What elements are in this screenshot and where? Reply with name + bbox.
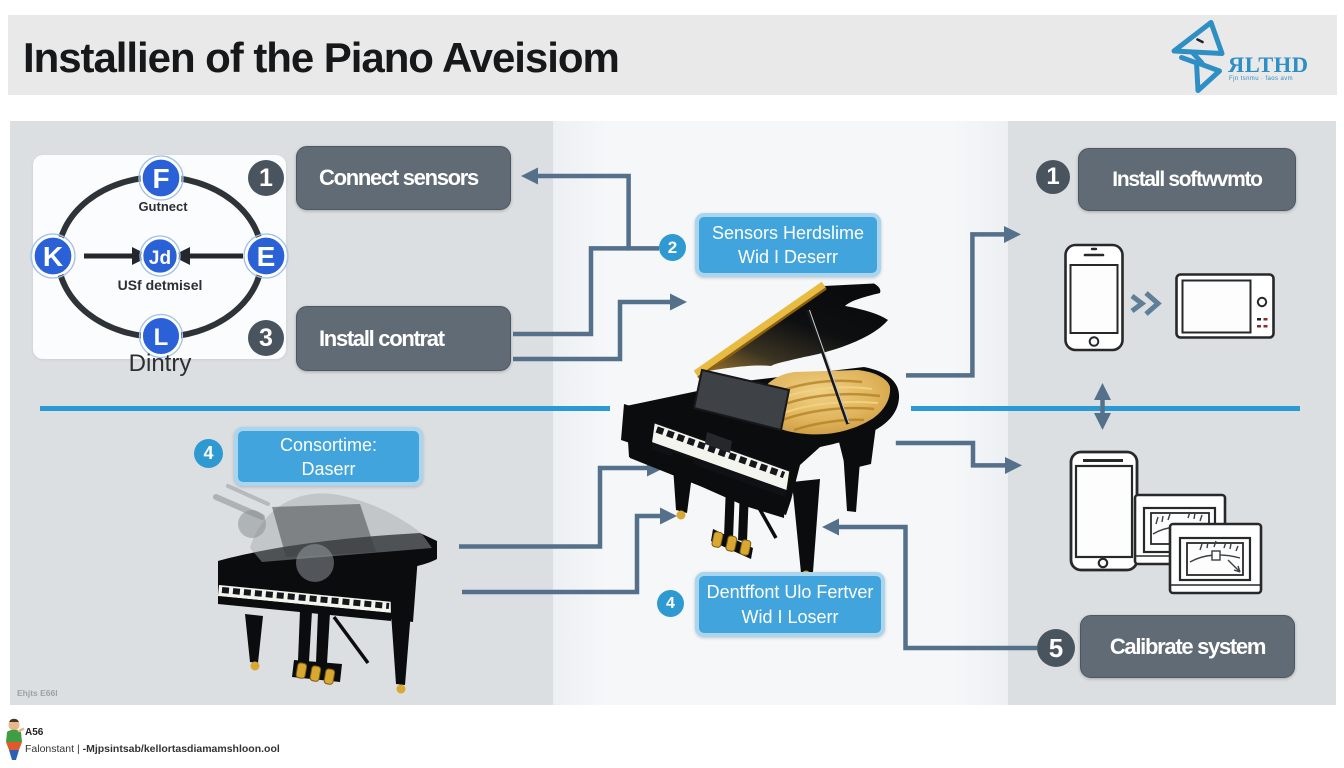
svg-text:ЯLTHD: ЯLTHD: [1228, 52, 1308, 77]
svg-text:Gutnect: Gutnect: [138, 199, 188, 214]
svg-text:K: K: [43, 241, 63, 272]
svg-text:E: E: [257, 241, 276, 272]
svg-text:USf detmisel: USf detmisel: [118, 277, 203, 293]
svg-text:Dintry: Dintry: [129, 350, 192, 377]
svg-text:L: L: [154, 324, 169, 351]
svg-text:F: F: [152, 163, 169, 194]
svg-text:Fjn tsnmu · faos avm: Fjn tsnmu · faos avm: [1229, 76, 1293, 82]
svg-text:Jd: Jd: [149, 248, 171, 269]
